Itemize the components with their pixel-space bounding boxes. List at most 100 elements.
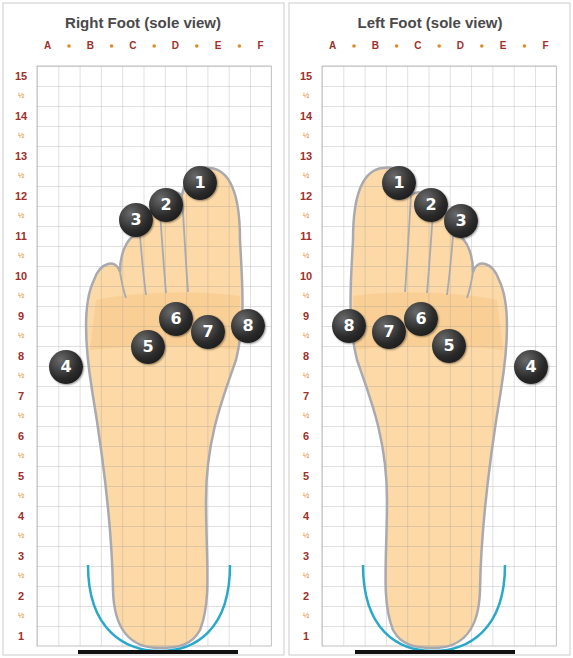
column-letter: C: [129, 41, 136, 51]
half-row-mark: ½: [303, 532, 310, 540]
half-row-mark: ½: [18, 572, 25, 580]
callout-circle: 2: [149, 188, 183, 222]
half-row-mark: ½: [303, 492, 310, 500]
half-row-mark: ½: [303, 292, 310, 300]
callout-number: 6: [170, 311, 181, 327]
half-row-mark: ½: [303, 452, 310, 460]
half-row-mark: ½: [303, 252, 310, 260]
panel-frame: [289, 3, 570, 655]
callout-number: 1: [393, 175, 404, 191]
callout-number: 3: [130, 212, 141, 228]
callout-number: 2: [425, 197, 436, 213]
column-letter: A: [329, 41, 336, 51]
row-number: 4: [18, 511, 24, 522]
row-number: 15: [300, 71, 312, 82]
half-row-mark: ½: [18, 212, 25, 220]
half-row-mark: ½: [303, 172, 310, 180]
callout-circle: 2: [414, 188, 448, 222]
callout-circle: 5: [432, 329, 466, 363]
column-letter: A: [44, 41, 51, 51]
panel-frame: [3, 3, 284, 655]
half-row-mark: ½: [18, 372, 25, 380]
half-row-mark: ½: [303, 92, 310, 100]
half-row-mark: ½: [303, 612, 310, 620]
column-letter: B: [87, 41, 94, 51]
heel-cup: [363, 565, 505, 651]
panel-title: Right Foot (sole view): [65, 15, 221, 30]
callout-number: 8: [343, 318, 354, 334]
row-number: 7: [303, 391, 309, 402]
row-number: 1: [303, 631, 309, 642]
row-number: 3: [303, 551, 309, 562]
callout-number: 4: [60, 359, 71, 375]
callout-circle: 8: [332, 309, 366, 343]
row-number: 9: [303, 311, 309, 322]
row-number: 1: [18, 631, 24, 642]
half-row-mark: ½: [303, 212, 310, 220]
callout-circle: 7: [372, 315, 406, 349]
callout-number: 4: [525, 359, 536, 375]
callout-number: 5: [142, 339, 153, 355]
half-row-mark: ½: [18, 612, 25, 620]
callout-circle: 1: [183, 166, 217, 200]
column-letter: B: [372, 41, 379, 51]
callout-circle: 6: [159, 302, 193, 336]
callout-number: 2: [160, 197, 171, 213]
callout-number: 1: [194, 175, 205, 191]
row-number: 14: [15, 111, 27, 122]
panel-title: Left Foot (sole view): [357, 15, 502, 30]
row-number: 11: [300, 231, 312, 242]
row-number: 5: [303, 471, 309, 482]
callout-circle: 4: [49, 350, 83, 384]
row-number: 6: [303, 431, 309, 442]
callout-number: 5: [443, 338, 454, 354]
callout-circle: 6: [404, 302, 438, 336]
callout-number: 8: [242, 318, 253, 334]
row-number: 5: [18, 471, 24, 482]
row-number: 13: [300, 151, 312, 162]
column-letter: C: [414, 41, 421, 51]
callout-number: 7: [202, 324, 213, 340]
callout-number: 7: [383, 324, 394, 340]
half-row-mark: ½: [18, 532, 25, 540]
callout-circle: 8: [231, 309, 265, 343]
half-row-mark: ½: [18, 252, 25, 260]
half-row-mark: ½: [18, 292, 25, 300]
half-row-mark: ½: [303, 132, 310, 140]
half-row-mark: ½: [18, 332, 25, 340]
row-number: 15: [15, 71, 27, 82]
half-row-mark: ½: [18, 92, 25, 100]
callout-circle: 7: [191, 315, 225, 349]
row-number: 14: [300, 111, 312, 122]
half-row-mark: ½: [18, 492, 25, 500]
row-number: 12: [300, 191, 312, 202]
half-row-mark: ½: [18, 132, 25, 140]
callout-circle: 4: [514, 350, 548, 384]
base-bar: [355, 650, 515, 654]
row-number: 10: [15, 271, 27, 282]
row-number: 8: [303, 351, 309, 362]
row-number: 4: [303, 511, 309, 522]
half-row-mark: ½: [303, 412, 310, 420]
row-number: 10: [300, 271, 312, 282]
column-letter: F: [543, 41, 549, 51]
callout-circle: 3: [119, 203, 153, 237]
heel-cup: [88, 565, 230, 651]
column-letter: D: [457, 41, 464, 51]
callout-circle: 5: [131, 330, 165, 364]
half-row-mark: ½: [303, 372, 310, 380]
half-row-mark: ½: [18, 452, 25, 460]
row-number: 8: [18, 351, 24, 362]
row-number: 6: [18, 431, 24, 442]
row-number: 9: [18, 311, 24, 322]
callout-circle: 1: [382, 166, 416, 200]
row-number: 7: [18, 391, 24, 402]
half-row-mark: ½: [303, 332, 310, 340]
column-letter: E: [500, 41, 507, 51]
base-bar: [78, 650, 238, 654]
callout-number: 3: [455, 213, 466, 229]
row-number: 2: [18, 591, 24, 602]
column-letter: E: [215, 41, 222, 51]
